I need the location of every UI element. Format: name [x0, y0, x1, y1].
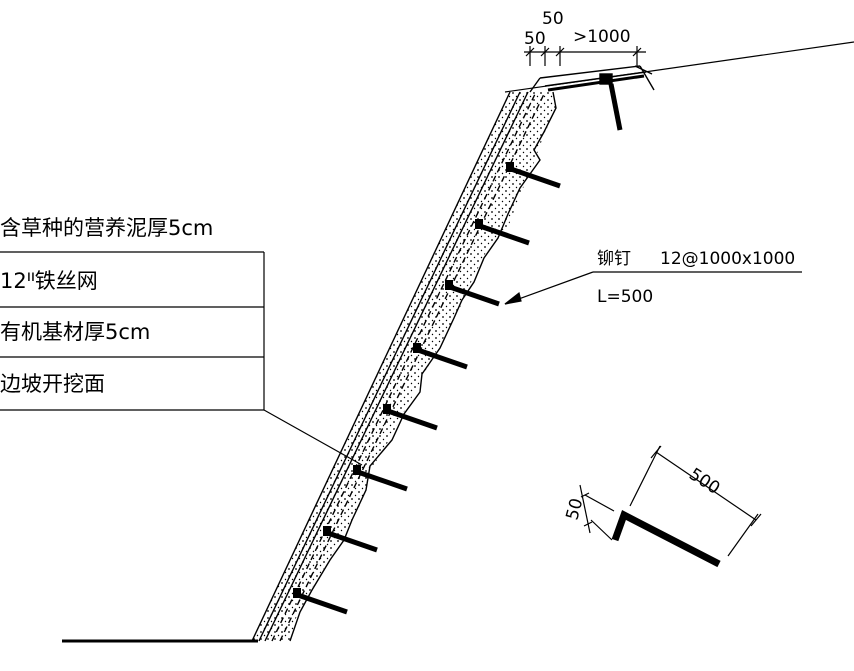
layer-label-3: 有机基材厚5cm [0, 320, 150, 344]
rivet-length: L=500 [597, 287, 653, 307]
layer-legend-lines [0, 251, 363, 466]
top-dimension [524, 46, 646, 66]
layer-label-2: 12ᐦ铁丝网 [0, 269, 98, 293]
layer-label-1: 含草种的营养泥厚5cm [0, 216, 213, 240]
layer-label-4: 边坡开挖面 [0, 372, 105, 396]
slope-layers [251, 91, 557, 642]
rivet-callout-leader [504, 271, 802, 305]
rivet-7 [324, 529, 378, 553]
rivet-3 [446, 283, 500, 307]
rivet-detail [579, 445, 762, 568]
rivet-2 [476, 222, 530, 246]
rivet-6 [354, 468, 408, 492]
top-dim-3: >1000 [573, 27, 631, 47]
top-platform [504, 41, 854, 131]
rivet-spec: 12@1000x1000 [660, 249, 795, 269]
rivet-5 [384, 407, 438, 431]
top-dim-2: 50 [542, 9, 564, 29]
rivet-8 [294, 591, 348, 615]
rivet-label: 铆钉 [597, 249, 631, 269]
top-dim-1: 50 [524, 29, 546, 49]
rivet-4 [414, 346, 468, 370]
rivet-1 [507, 165, 561, 189]
rivets [294, 165, 561, 615]
